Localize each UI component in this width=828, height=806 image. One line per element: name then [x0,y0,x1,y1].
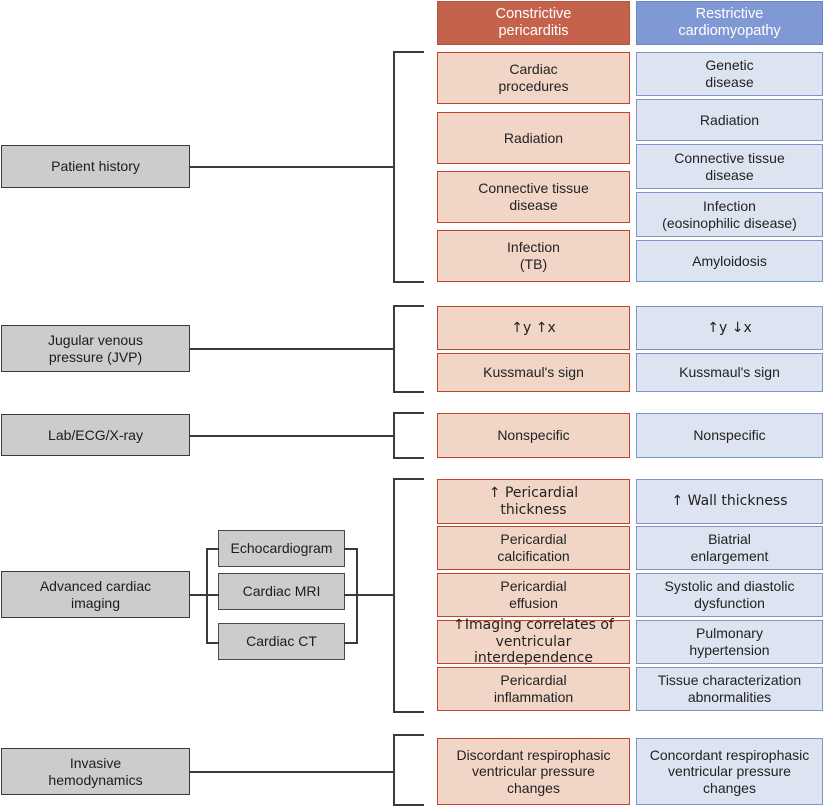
cell-imaging-right-0[interactable]: ↑ Wall thickness [636,479,823,524]
connector-patient-history-bracket-bottom [393,281,424,283]
cell-imaging-right-4[interactable]: Tissue characterization abnormalities [636,667,823,711]
cell-jvp-left-1[interactable]: Kussmaul's sign [437,353,630,392]
connector-imaging-stem-right [356,594,395,596]
connector-jvp-bracket-top [393,305,424,307]
connector-invasive-bracket-spine [393,734,395,806]
connector-imaging-right-branch-echo [344,548,357,550]
connector-patient-history-bracket-top [393,51,424,53]
cell-imaging-right-1[interactable]: Biatrial enlargement [636,526,823,570]
connector-imaging-stem-left [190,594,207,596]
category-lab-ecg-xray[interactable]: Lab/ECG/X-ray [1,414,190,456]
cell-patient-history-right-1[interactable]: Radiation [636,99,823,141]
connector-patient-history-stem [190,166,395,168]
category-invasive-hemodynamics[interactable]: Invasive hemodynamics [1,748,190,795]
cell-patient-history-left-3[interactable]: Infection (TB) [437,230,630,282]
cell-patient-history-right-3[interactable]: Infection (eosinophilic disease) [636,192,823,237]
cell-imaging-left-2[interactable]: Pericardial effusion [437,573,630,617]
connector-imaging-bracket-spine [393,478,395,712]
connector-imaging-bracket-bottom [393,711,424,713]
connector-patient-history-bracket-spine [393,51,395,282]
cell-invasive-left-0[interactable]: Discordant respirophasic ventricular pre… [437,738,630,805]
cell-patient-history-right-2[interactable]: Connective tissue disease [636,144,823,189]
cell-imaging-right-2[interactable]: Systolic and diastolic dysfunction [636,573,823,617]
connector-lab-bracket-top [393,412,424,414]
connector-jvp-bracket-spine [393,305,395,392]
connector-lab-bracket-spine [393,412,395,458]
category-patient-history[interactable]: Patient history [1,145,190,188]
cell-jvp-right-1[interactable]: Kussmaul's sign [636,353,823,392]
cell-lab-right-0[interactable]: Nonspecific [636,413,823,458]
connector-lab-bracket-bottom [393,457,424,459]
cell-jvp-right-0[interactable]: ↑y ↓x [636,306,823,350]
cell-patient-history-left-2[interactable]: Connective tissue disease [437,171,630,223]
column-header-constrictive-pericarditis: Constrictive pericarditis [437,1,630,45]
connector-imaging-left-spine [206,548,208,644]
connector-jvp-stem [190,348,395,350]
connector-invasive-bracket-bottom [393,804,424,806]
connector-imaging-left-branch-mri [206,594,219,596]
cell-imaging-left-4[interactable]: Pericardial inflammation [437,667,630,711]
connector-invasive-stem [190,771,395,773]
cell-lab-left-0[interactable]: Nonspecific [437,413,630,458]
category-jugular-venous-pressure[interactable]: Jugular venous pressure (JVP) [1,325,190,372]
imaging-modality-cardiac-mri[interactable]: Cardiac MRI [218,573,345,610]
connector-imaging-right-branch-mri [344,594,357,596]
cell-imaging-left-3[interactable]: ↑Imaging correlates of ventricular inter… [437,617,630,666]
cell-invasive-right-0[interactable]: Concordant respirophasic ventricular pre… [636,738,823,805]
connector-jvp-bracket-bottom [393,391,424,393]
category-advanced-cardiac-imaging[interactable]: Advanced cardiac imaging [1,571,190,618]
cell-imaging-left-1[interactable]: Pericardial calcification [437,526,630,570]
connector-lab-stem [190,435,395,437]
connector-imaging-left-branch-echo [206,548,219,550]
column-header-restrictive-cardiomyopathy: Restrictive cardiomyopathy [636,1,823,45]
imaging-modality-echocardiogram[interactable]: Echocardiogram [218,530,345,567]
connector-imaging-right-branch-ct [344,642,357,644]
cell-patient-history-left-1[interactable]: Radiation [437,112,630,164]
connector-imaging-right-spine [356,548,358,644]
connector-imaging-bracket-top [393,478,424,480]
cell-patient-history-left-0[interactable]: Cardiac procedures [437,52,630,104]
connector-imaging-left-branch-ct [206,642,219,644]
imaging-modality-cardiac-ct[interactable]: Cardiac CT [218,623,345,660]
cell-patient-history-right-0[interactable]: Genetic disease [636,52,823,96]
connector-invasive-bracket-top [393,734,424,736]
cell-imaging-left-0[interactable]: ↑ Pericardial thickness [437,479,630,524]
cell-patient-history-right-4[interactable]: Amyloidosis [636,240,823,282]
cell-imaging-right-3[interactable]: Pulmonary hypertension [636,620,823,664]
cell-jvp-left-0[interactable]: ↑y ↑x [437,306,630,350]
